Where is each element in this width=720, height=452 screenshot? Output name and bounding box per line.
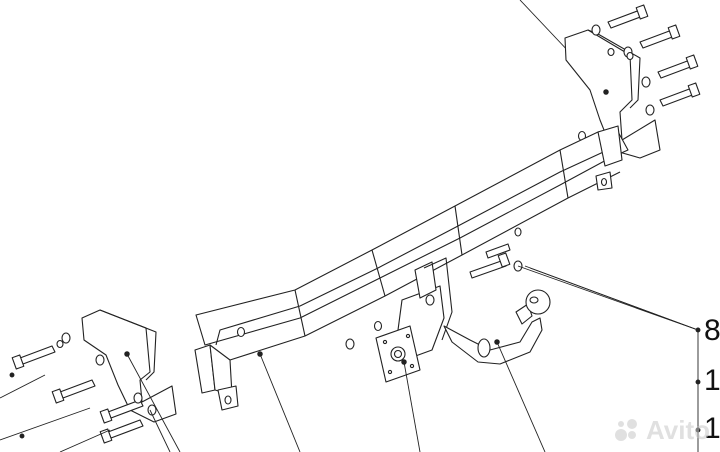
right-bolt-set xyxy=(577,4,701,142)
callout-label-2: 1 xyxy=(704,364,720,397)
avito-logo-icon xyxy=(615,419,637,441)
left-bolt-set xyxy=(11,326,246,444)
avito-watermark-text: Avito xyxy=(646,414,711,445)
right-mounting-bracket xyxy=(564,29,661,159)
tow-ball-neck xyxy=(443,289,551,365)
socket-plate xyxy=(375,325,421,383)
tow-hook-mount-plate xyxy=(397,257,453,359)
callout-label-1: 8 xyxy=(704,314,720,347)
callout-label-3: 1 xyxy=(704,412,720,445)
main-cross-beam xyxy=(194,125,629,411)
avito-watermark: Avito xyxy=(612,412,720,448)
leader-lines xyxy=(0,265,701,452)
center-bolt-set xyxy=(345,227,523,350)
left-mounting-bracket xyxy=(81,309,177,423)
